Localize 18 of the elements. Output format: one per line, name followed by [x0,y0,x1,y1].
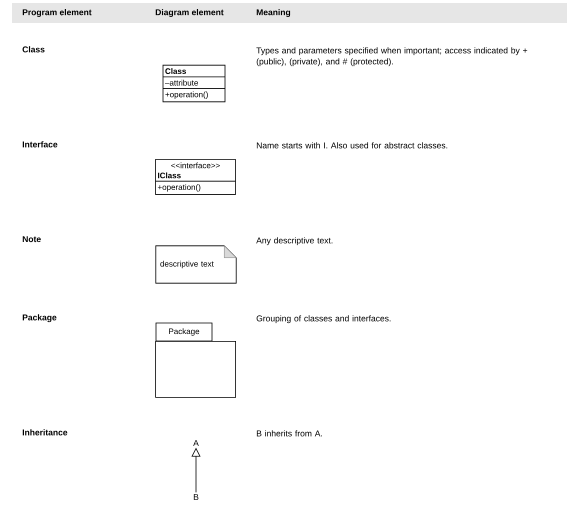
column-header: Diagram element [156,9,224,17]
row-label: Note [22,236,41,242]
row-label: Class [22,46,45,52]
meaning-text: Types and parameters specified when important; access indicated by + (public), (private), and # (protected). [256,47,528,66]
class-box: Class –attribute +operation() [162,64,226,102]
interface-box: <<interface>> IClass +operation() [155,159,236,195]
meaning-text: Any descriptive text. [256,237,332,246]
column-header: Meaning [256,9,290,17]
meaning-text: Grouping of classes and interfaces. [256,315,391,324]
row-label: Interface [22,141,58,148]
class-name: A [193,440,199,446]
class-name: B [194,494,198,500]
meaning-text: Name starts with I. Also used for abstract classes. [256,142,448,148]
node-label: Package [169,328,200,336]
row-label: Package [22,314,56,322]
row-label: Inheritance [22,429,68,436]
meaning-text: B inherits from A. [256,430,322,436]
column-header: Program element [22,9,92,17]
